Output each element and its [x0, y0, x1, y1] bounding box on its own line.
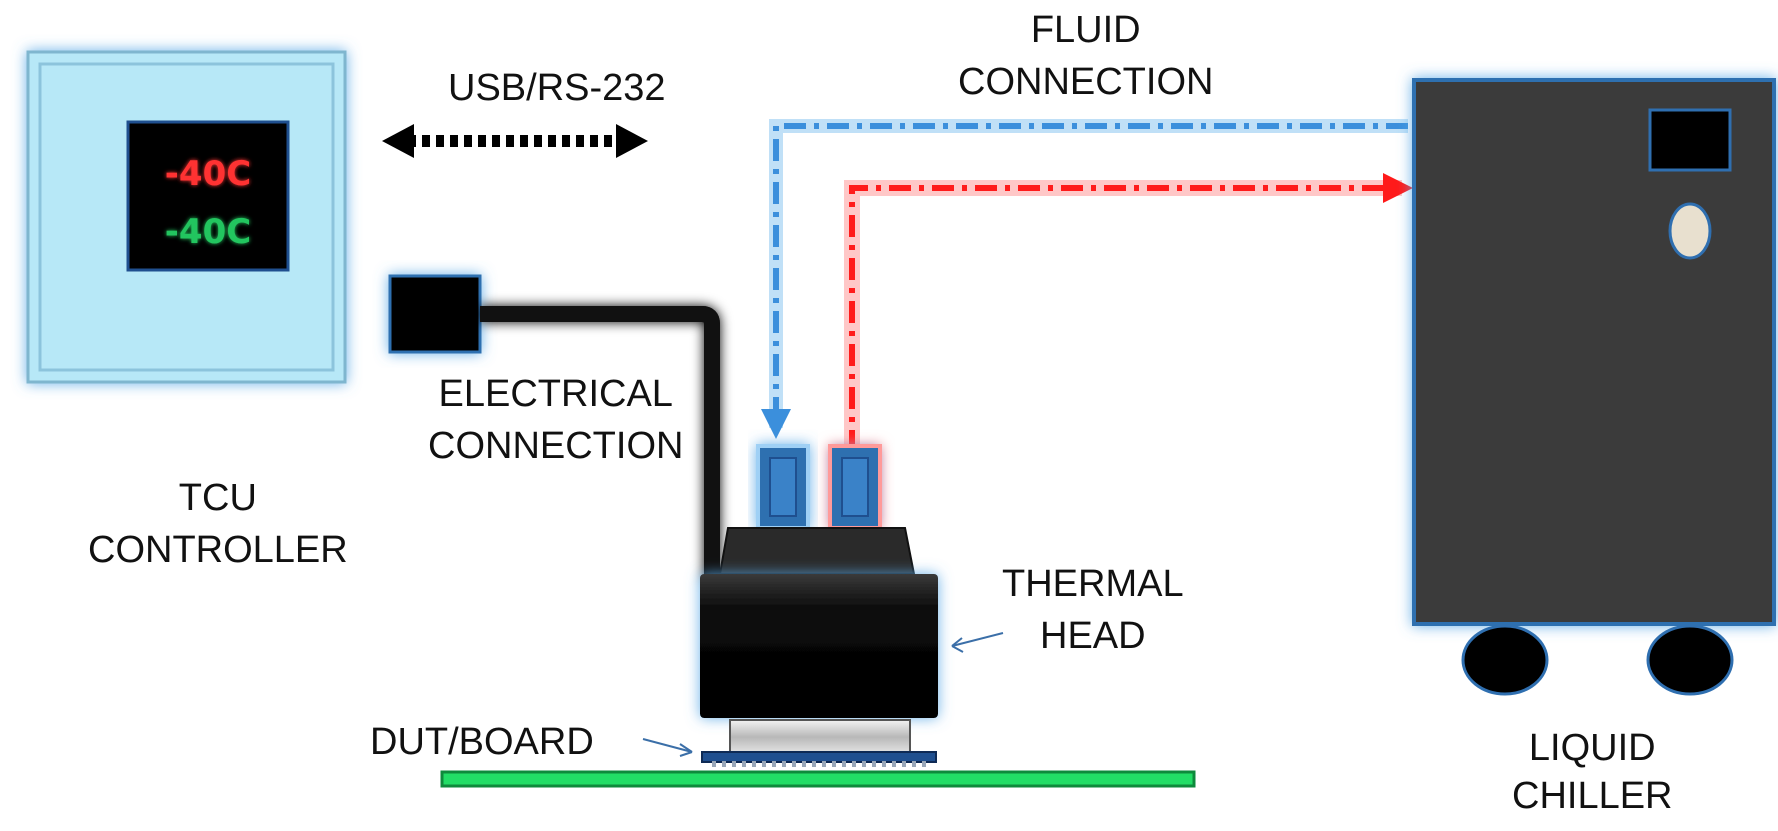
usb-rs232-arrow: [382, 124, 648, 158]
thermal-head: [700, 527, 938, 755]
display-setpoint: -40C: [165, 154, 251, 194]
thermal-head-line2: HEAD: [1040, 615, 1146, 657]
dut-board-text: DUT/BOARD: [370, 721, 594, 763]
liquid-chiller: [1412, 78, 1776, 696]
chiller-label-line2: CHILLER: [1512, 775, 1673, 817]
fluid-label-line1: FLUID: [1030, 9, 1141, 51]
usb-rs232-label: USB/RS-232: [448, 66, 666, 110]
display-actual: -40C: [165, 212, 251, 252]
electrical-cable-core: [480, 306, 720, 580]
dut-pointer: [642, 738, 693, 757]
chiller-wheel-right: [1646, 624, 1734, 696]
thermal-head-pointer: [951, 632, 1004, 653]
liquid-chiller-label: LIQUID CHILLER: [1512, 726, 1673, 818]
electrical-label-line1: ELECTRICAL: [438, 373, 673, 415]
controller-display: -40C -40C: [126, 120, 290, 272]
tcu-controller-label: TCU CONTROLLER: [88, 476, 348, 572]
cold-fluid-line: [761, 119, 1408, 439]
usb-rs232-text: USB/RS-232: [448, 67, 666, 109]
electrical-label-line2: CONNECTION: [428, 425, 684, 467]
hot-fitting: [828, 444, 882, 530]
tcu-label-line2: CONTROLLER: [88, 529, 348, 571]
chiller-display: [1648, 108, 1732, 172]
chiller-label-line1: LIQUID: [1528, 727, 1656, 769]
dut-chip: [701, 751, 937, 763]
circuit-board: [440, 770, 1196, 788]
chiller-wheel-left: [1461, 624, 1549, 696]
tcu-label-line1: TCU: [178, 477, 257, 519]
thermal-head-line1: THERMAL: [1002, 563, 1184, 605]
hot-fluid-line: [844, 173, 1413, 452]
chiller-knob: [1668, 202, 1712, 260]
fluid-connection-label: FLUID CONNECTION: [958, 8, 1213, 104]
fluid-label-line2: CONNECTION: [958, 61, 1214, 103]
dut-board-label: DUT/BOARD: [370, 720, 594, 764]
electrical-connector: [388, 274, 482, 354]
thermal-head-label: THERMAL HEAD: [1002, 562, 1184, 658]
electrical-connection-label: ELECTRICAL CONNECTION: [428, 372, 683, 468]
cold-fitting: [756, 444, 810, 530]
